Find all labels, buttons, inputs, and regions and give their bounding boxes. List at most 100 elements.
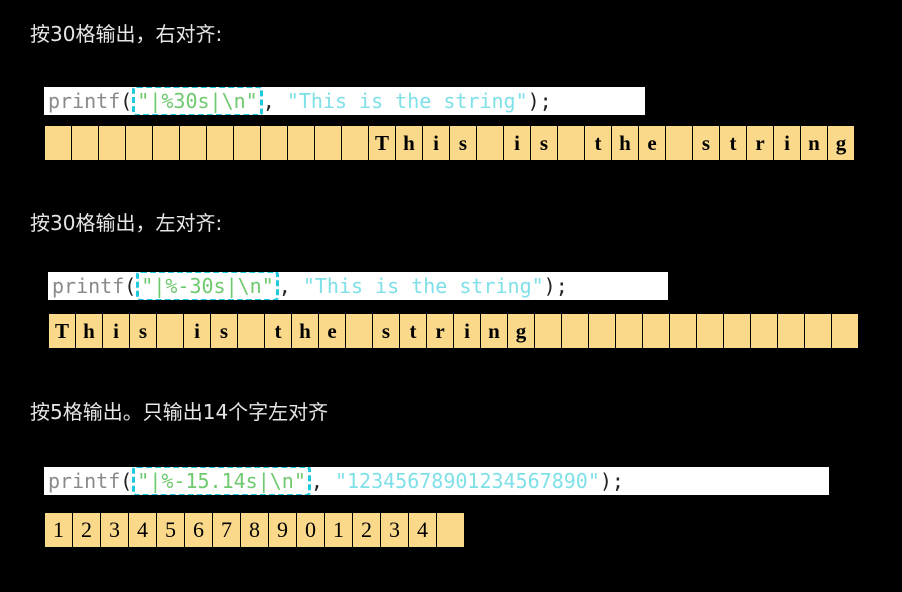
arg-separator: , — [262, 89, 287, 113]
code-line-truncate: printf("|%-15.14s|\n", "1234567890123456… — [44, 467, 829, 495]
output-cell: e — [639, 126, 666, 161]
output-cell — [670, 314, 697, 349]
output-cell: i — [423, 126, 450, 161]
close-paren: ); — [543, 274, 568, 298]
output-cell: i — [454, 314, 481, 349]
output-cell — [697, 314, 724, 349]
output-cell: 9 — [269, 513, 297, 548]
output-cell: 2 — [73, 513, 101, 548]
function-name: printf — [48, 469, 121, 493]
code-line-right-align: printf("|%30s|\n", "This is the string")… — [44, 87, 645, 115]
string-argument: "12345678901234567890" — [334, 469, 600, 493]
output-cell — [99, 126, 126, 161]
output-cell: 5 — [157, 513, 185, 548]
output-cell — [778, 314, 805, 349]
output-cell: r — [427, 314, 454, 349]
open-paren: ( — [120, 469, 133, 493]
output-cell — [288, 126, 315, 161]
output-cell — [157, 314, 184, 349]
output-cell: T — [369, 126, 396, 161]
output-cell — [616, 314, 643, 349]
function-name: printf — [48, 89, 121, 113]
output-cell: s — [373, 314, 400, 349]
output-cell — [261, 126, 288, 161]
output-cell: 4 — [129, 513, 157, 548]
output-cell: h — [76, 314, 103, 349]
heading-left-align: 按30格输出，左对齐: — [30, 211, 223, 235]
output-cell: i — [504, 126, 531, 161]
output-cell: 7 — [213, 513, 241, 548]
output-cell: 8 — [241, 513, 269, 548]
output-cell — [751, 314, 778, 349]
output-cell — [558, 126, 585, 161]
output-cell: s — [693, 126, 720, 161]
format-specifier-highlight: "|%-15.14s|\n" — [132, 467, 311, 495]
output-cell: 0 — [297, 513, 325, 548]
output-cell — [153, 126, 180, 161]
arg-separator: , — [278, 274, 303, 298]
output-cell — [238, 314, 265, 349]
output-cell: n — [481, 314, 508, 349]
output-cell: h — [612, 126, 639, 161]
output-cell: g — [508, 314, 535, 349]
function-name: printf — [52, 274, 125, 298]
output-cell — [72, 126, 99, 161]
output-cell — [589, 314, 616, 349]
heading-truncate: 按5格输出。只输出14个字左对齐 — [30, 400, 329, 424]
output-cell — [666, 126, 693, 161]
output-cell — [180, 126, 207, 161]
output-cell: 1 — [325, 513, 353, 548]
output-cell: i — [774, 126, 801, 161]
output-cell: r — [747, 126, 774, 161]
output-cell — [437, 513, 465, 548]
output-cell — [207, 126, 234, 161]
output-cell: g — [828, 126, 855, 161]
heading-right-align: 按30格输出，右对齐: — [30, 22, 223, 46]
output-cell: 2 — [353, 513, 381, 548]
output-cell: 4 — [409, 513, 437, 548]
output-cell: e — [319, 314, 346, 349]
close-paren: ); — [527, 89, 552, 113]
output-cell — [562, 314, 589, 349]
output-cell — [477, 126, 504, 161]
output-cell: T — [49, 314, 76, 349]
output-cell: s — [211, 314, 238, 349]
code-line-left-align: printf("|%-30s|\n", "This is the string"… — [48, 272, 668, 300]
output-cell: i — [184, 314, 211, 349]
output-cell — [126, 126, 153, 161]
open-paren: ( — [120, 89, 133, 113]
format-specifier-highlight: "|%30s|\n" — [132, 87, 263, 115]
output-cell: s — [450, 126, 477, 161]
output-cell — [45, 126, 72, 161]
string-argument: "This is the string" — [302, 274, 544, 298]
output-cell: 3 — [381, 513, 409, 548]
format-specifier-highlight: "|%-30s|\n" — [136, 272, 279, 300]
arg-separator: , — [310, 469, 335, 493]
output-cell: n — [801, 126, 828, 161]
output-cell: t — [720, 126, 747, 161]
output-cell: i — [103, 314, 130, 349]
open-paren: ( — [124, 274, 137, 298]
output-cell: t — [265, 314, 292, 349]
output-cell: s — [531, 126, 558, 161]
output-cell: s — [130, 314, 157, 349]
output-cell: 3 — [101, 513, 129, 548]
close-paren: ); — [599, 469, 624, 493]
output-cell: 6 — [185, 513, 213, 548]
output-cell — [805, 314, 832, 349]
output-cell: t — [400, 314, 427, 349]
output-cell: h — [292, 314, 319, 349]
output-cell — [234, 126, 261, 161]
output-cell — [535, 314, 562, 349]
output-cell — [346, 314, 373, 349]
output-cell: 1 — [45, 513, 73, 548]
output-cell — [315, 126, 342, 161]
string-argument: "This is the string" — [286, 89, 528, 113]
output-cell: h — [396, 126, 423, 161]
output-cell — [643, 314, 670, 349]
output-cell: t — [585, 126, 612, 161]
output-cell — [342, 126, 369, 161]
